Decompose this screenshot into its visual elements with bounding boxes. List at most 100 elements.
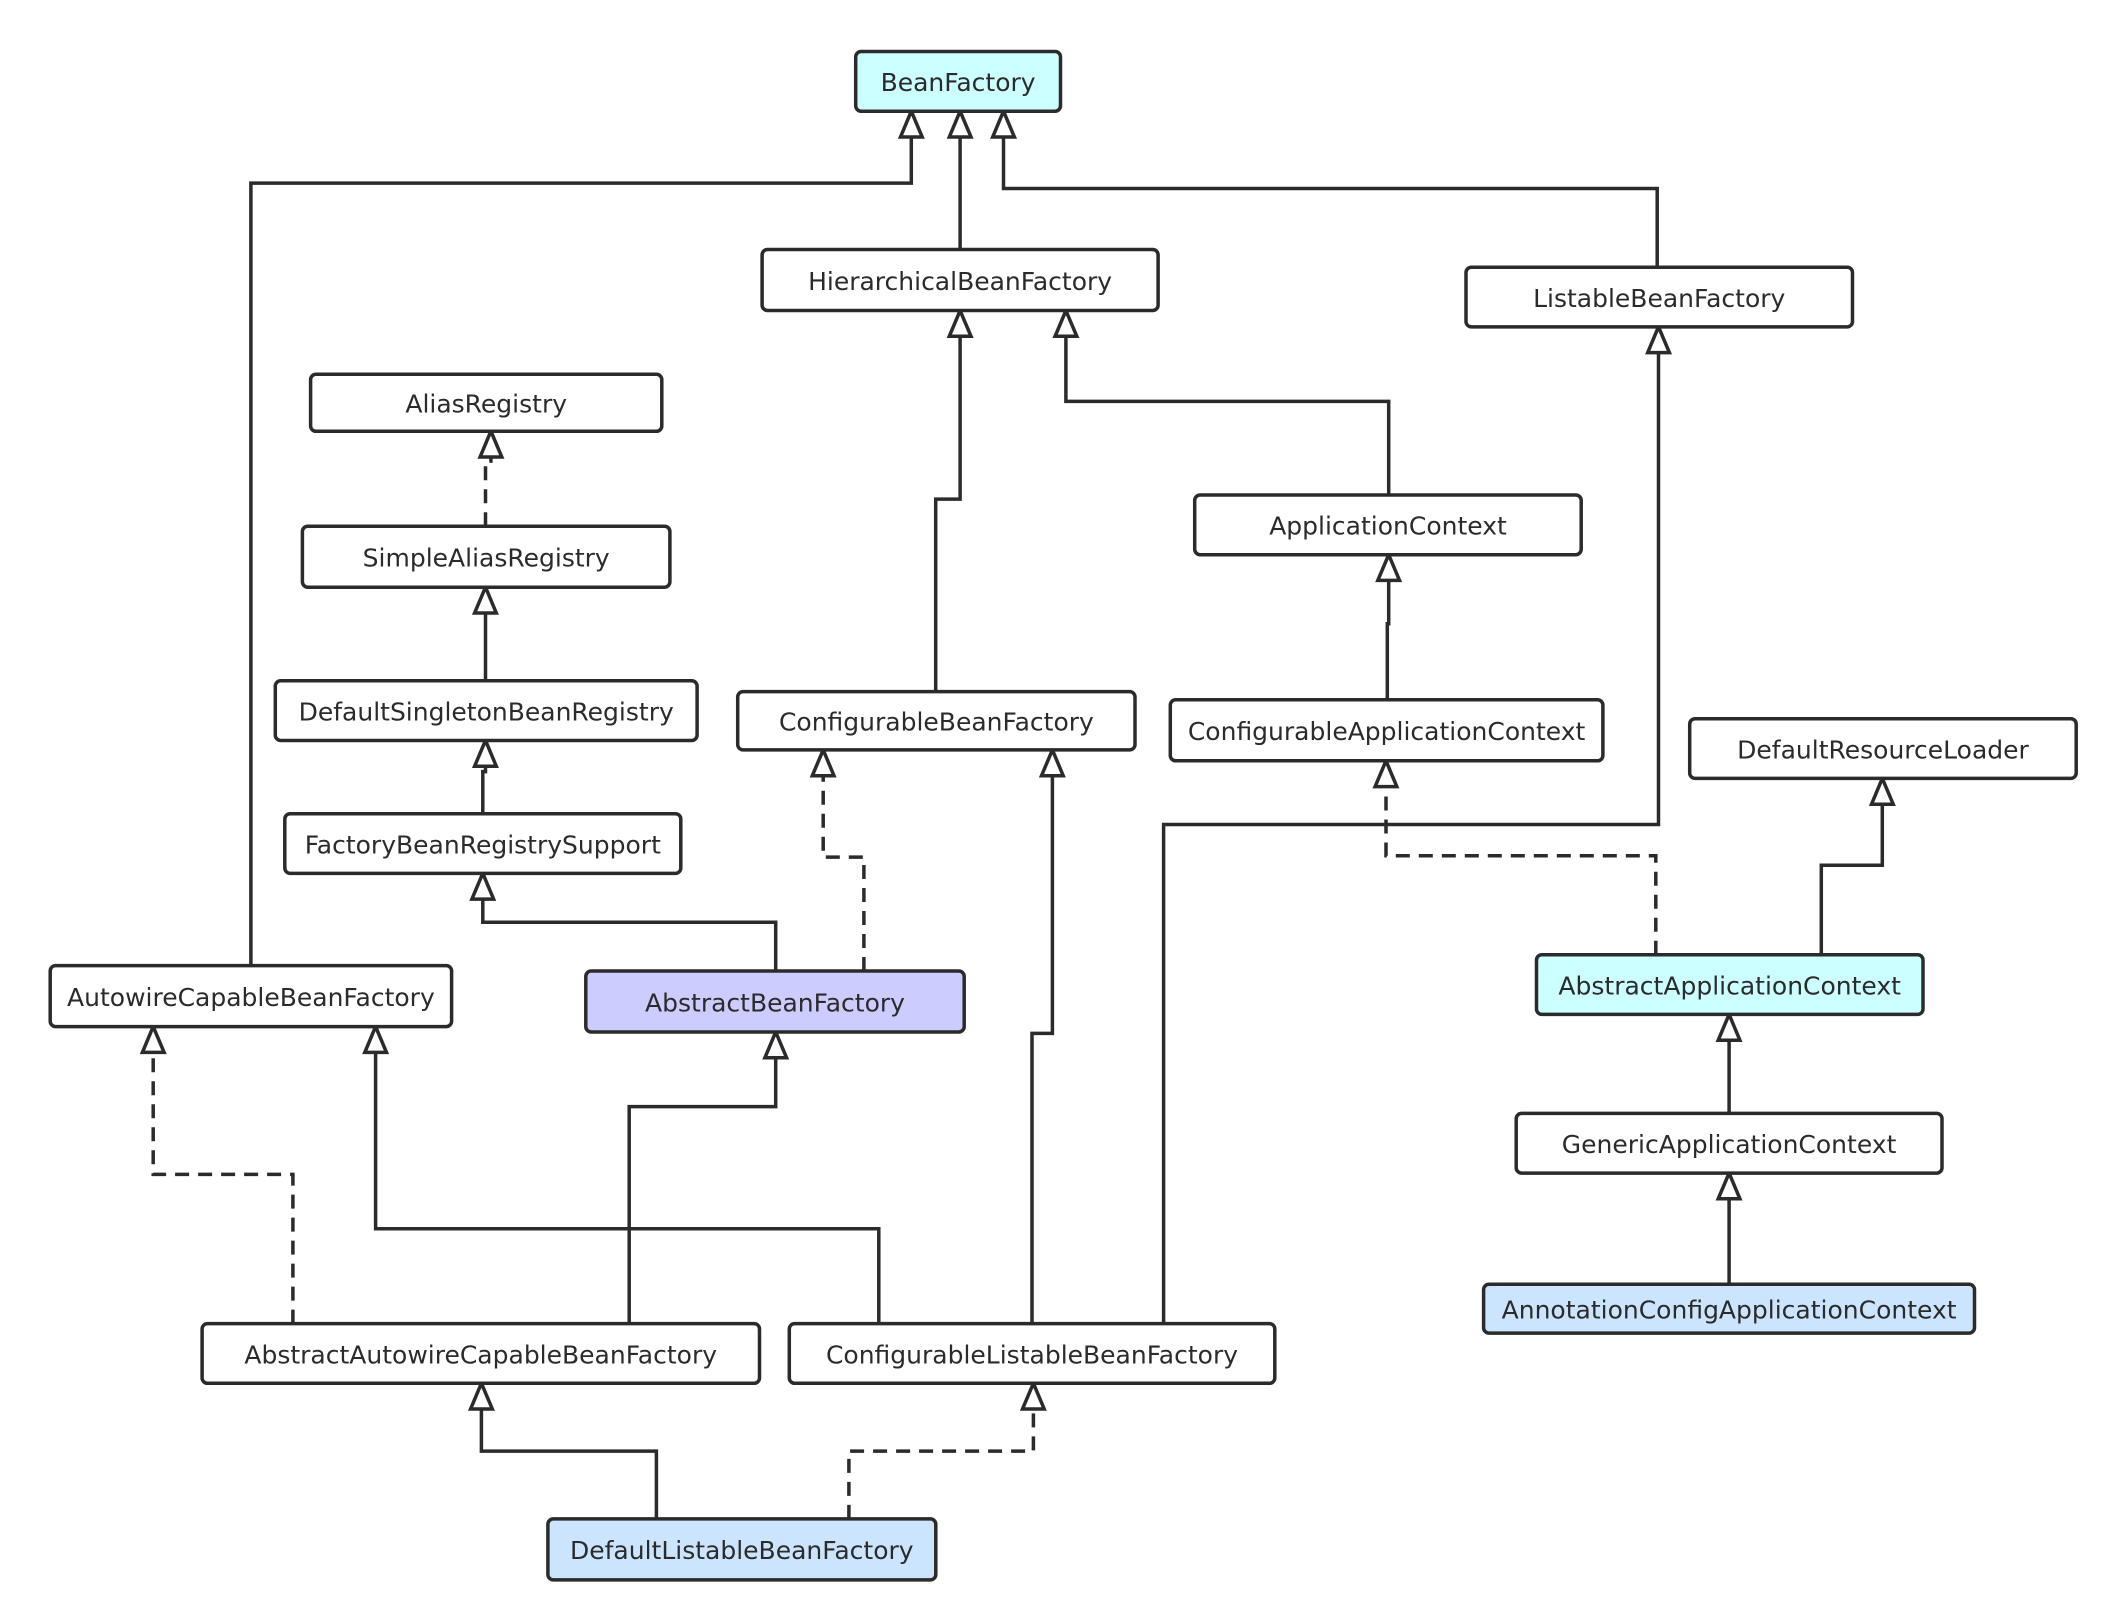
class-label: AliasRegistry <box>405 390 567 419</box>
class-node-default-resource-loader: DefaultResourceLoader <box>1687 716 2078 781</box>
implements-connector <box>847 1409 1036 1519</box>
hollow-arrowhead-icon <box>139 1022 167 1055</box>
class-label: ApplicationContext <box>1269 512 1507 541</box>
class-label: AbstractBeanFactory <box>645 988 905 1017</box>
extends-connector <box>1385 580 1391 700</box>
edge-configurable-listable-bean-factory-to-listable-bean-factory <box>1161 322 1673 1324</box>
extends-connector <box>1064 336 1391 495</box>
hollow-arrowhead-icon <box>1375 550 1403 583</box>
extends-connector <box>249 137 914 966</box>
class-box <box>273 679 699 743</box>
hollow-arrowhead-icon <box>1372 756 1400 789</box>
hollow-arrowhead-icon <box>471 735 499 768</box>
edge-listable-bean-factory-to-bean-factory <box>990 106 1659 268</box>
edge-abstract-bean-factory-to-configurable-bean-factory <box>809 745 866 971</box>
class-node-autowire-capable-bean-factory: AutowireCapableBeanFactory <box>48 963 454 1029</box>
class-box <box>787 1321 1277 1386</box>
class-box <box>283 811 683 876</box>
edge-abstract-bean-factory-to-factory-bean-registry-support <box>469 868 778 971</box>
node-layer: BeanFactoryHierarchicalBeanFactoryListab… <box>48 49 2078 1582</box>
class-node-abstract-application-context: AbstractApplicationContext <box>1534 952 1925 1017</box>
extends-connector <box>481 766 488 814</box>
hollow-arrowhead-icon <box>946 306 974 339</box>
edge-abstract-application-context-to-default-resource-loader <box>1819 773 1896 955</box>
class-label: BeanFactory <box>881 68 1036 97</box>
class-node-abstract-bean-factory: AbstractBeanFactory <box>584 969 966 1034</box>
class-node-bean-factory: BeanFactory <box>853 49 1063 113</box>
class-box <box>735 689 1137 752</box>
class-node-simple-alias-registry: SimpleAliasRegistry <box>300 524 672 589</box>
class-node-generic-application-context: GenericApplicationContext <box>1514 1111 1944 1175</box>
extends-connector <box>1001 137 1659 268</box>
edge-annotation-config-application-context-to-generic-application-context <box>1715 1168 1743 1285</box>
extends-connector <box>479 1409 659 1519</box>
edge-configurable-application-context-to-application-context <box>1375 550 1403 700</box>
class-node-configurable-listable-bean-factory: ConfigurableListableBeanFactory <box>787 1321 1277 1386</box>
class-label: ConfigurableBeanFactory <box>779 708 1094 737</box>
edge-hierarchical-bean-factory-to-bean-factory <box>946 106 974 250</box>
hollow-arrowhead-icon <box>1868 773 1896 806</box>
class-node-abstract-autowire-capable-bean-factory: AbstractAutowireCapableBeanFactory <box>200 1321 762 1386</box>
hollow-arrowhead-icon <box>1019 1378 1047 1411</box>
class-label: ConfigurableApplicationContext <box>1188 717 1586 746</box>
class-node-default-listable-bean-factory: DefaultListableBeanFactory <box>546 1517 938 1582</box>
class-box <box>1168 698 1605 763</box>
class-node-alias-registry: AliasRegistry <box>308 372 664 434</box>
class-box <box>1514 1111 1944 1175</box>
class-box <box>1534 952 1925 1017</box>
class-label: DefaultSingletonBeanRegistry <box>299 698 674 727</box>
class-label: AutowireCapableBeanFactory <box>67 983 435 1012</box>
edge-simple-alias-registry-to-alias-registry <box>477 426 505 527</box>
implements-connector <box>483 457 493 527</box>
hollow-arrowhead-icon <box>762 1027 790 1060</box>
hollow-arrowhead-icon <box>1645 322 1673 355</box>
edge-default-listable-bean-factory-to-abstract-autowire-capable-bean-factory <box>467 1378 659 1519</box>
extends-connector <box>1161 352 1661 1324</box>
class-node-listable-bean-factory: ListableBeanFactory <box>1464 265 1855 329</box>
edge-autowire-capable-bean-factory-to-bean-factory <box>249 106 925 966</box>
class-label: DefaultResourceLoader <box>1737 735 2029 764</box>
class-node-configurable-application-context: ConfigurableApplicationContext <box>1168 698 1605 763</box>
class-label: ListableBeanFactory <box>1533 284 1785 313</box>
hollow-arrowhead-icon <box>471 582 499 615</box>
extends-connector <box>1819 804 1885 955</box>
edge-configurable-bean-factory-to-hierarchical-bean-factory <box>933 306 974 692</box>
class-node-hierarchical-bean-factory: HierarchicalBeanFactory <box>760 247 1160 313</box>
class-node-factory-bean-registry-support: FactoryBeanRegistrySupport <box>283 811 683 876</box>
class-box <box>760 247 1160 313</box>
extends-connector <box>481 899 778 971</box>
class-label: HierarchicalBeanFactory <box>808 267 1112 296</box>
edge-configurable-listable-bean-factory-to-autowire-capable-bean-factory <box>362 1022 881 1324</box>
edge-layer <box>139 106 1896 1519</box>
implements-connector <box>1384 786 1658 955</box>
hollow-arrowhead-icon <box>1715 1009 1743 1042</box>
class-box <box>546 1517 938 1582</box>
hollow-arrowhead-icon <box>990 106 1018 139</box>
edge-generic-application-context-to-abstract-application-context <box>1715 1009 1743 1114</box>
class-label: AbstractAutowireCapableBeanFactory <box>244 1340 717 1369</box>
class-box <box>584 969 966 1034</box>
hollow-arrowhead-icon <box>1038 745 1066 778</box>
class-node-configurable-bean-factory: ConfigurableBeanFactory <box>735 689 1137 752</box>
class-label: DefaultListableBeanFactory <box>570 1536 914 1565</box>
edge-abstract-application-context-to-configurable-application-context <box>1372 756 1658 955</box>
class-box <box>48 963 454 1029</box>
hollow-arrowhead-icon <box>1715 1168 1743 1201</box>
extends-connector <box>1030 775 1055 1324</box>
edge-abstract-autowire-capable-bean-factory-to-abstract-bean-factory <box>627 1027 790 1324</box>
class-box <box>1687 716 2078 781</box>
edge-default-singleton-bean-registry-to-simple-alias-registry <box>471 582 499 681</box>
hollow-arrowhead-icon <box>467 1378 495 1411</box>
class-box <box>308 372 664 434</box>
hollow-arrowhead-icon <box>946 106 974 139</box>
class-label: FactoryBeanRegistrySupport <box>305 830 661 859</box>
implements-connector <box>821 775 866 971</box>
class-label: SimpleAliasRegistry <box>363 544 610 573</box>
class-box <box>1481 1282 1977 1335</box>
class-node-annotation-config-application-context: AnnotationConfigApplicationContext <box>1481 1282 1977 1335</box>
class-label: ConfigurableListableBeanFactory <box>826 1340 1238 1369</box>
hollow-arrowhead-icon <box>469 868 497 901</box>
class-label: AbstractApplicationContext <box>1558 971 1901 1000</box>
extends-connector <box>933 336 962 692</box>
